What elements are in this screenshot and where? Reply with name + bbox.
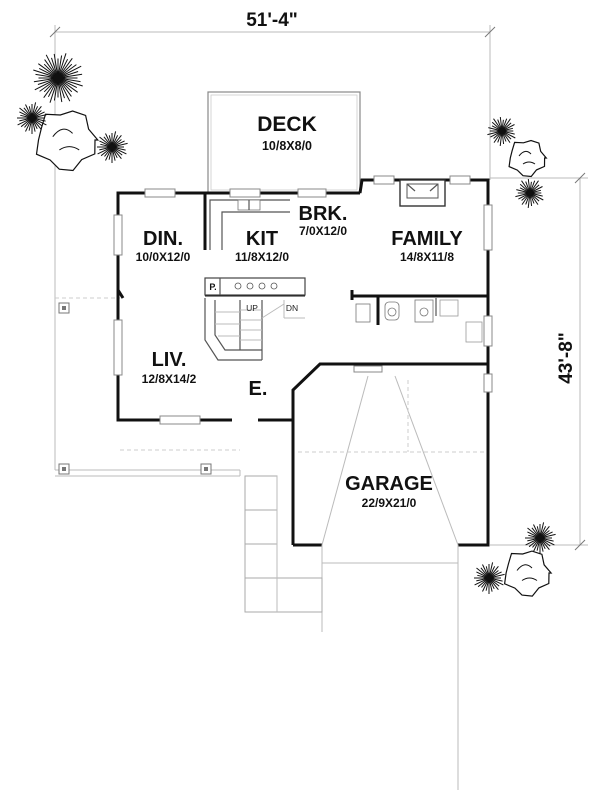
- entry-name: E.: [249, 378, 268, 400]
- deck-size: 10/8X8/0: [262, 139, 312, 153]
- walkway-pavers: [244, 475, 323, 613]
- dining-size: 10/0X12/0: [136, 250, 191, 264]
- powder-room-fixtures: [355, 298, 483, 343]
- stairs-down-label: DN: [286, 303, 298, 313]
- landscaping: [17, 53, 556, 597]
- breakfast-size: 7/0X12/0: [299, 224, 347, 238]
- garage-interior: [298, 375, 486, 546]
- fireplace: [399, 179, 446, 207]
- width-dimension-label: 51'-4": [246, 10, 298, 31]
- depth-dimension: 43'-8": [490, 172, 588, 551]
- stairs-up-label: UP: [246, 303, 258, 313]
- dining-name: DIN.: [143, 228, 183, 250]
- shrub-icon: [474, 562, 505, 594]
- shrub-icon: [487, 116, 516, 146]
- column-post-icon: [58, 302, 212, 475]
- depth-dimension-label: 43'-8": [556, 332, 577, 384]
- porch-outline: [55, 297, 241, 477]
- garage-name: GARAGE: [345, 473, 433, 495]
- stairs: UP DN: [204, 298, 305, 361]
- shrub-icon: [33, 53, 83, 103]
- shrub-icon: [515, 178, 544, 208]
- shrub-icon: [97, 131, 128, 163]
- shrub-icon: [17, 102, 48, 134]
- family-name: FAMILY: [391, 228, 463, 250]
- kitchen-size: 11/8X12/0: [235, 250, 289, 264]
- driveway: [321, 545, 459, 790]
- deck-name: DECK: [257, 113, 317, 136]
- tree-icon: [508, 139, 548, 178]
- breakfast-name: BRK.: [299, 203, 348, 225]
- kitchen-counters: P.: [204, 199, 306, 296]
- living-name: LIV.: [152, 349, 187, 371]
- tree-icon: [503, 550, 553, 597]
- kitchen-name: KIT: [246, 228, 278, 250]
- shrub-icon: [525, 522, 556, 554]
- deck: DECK 10/8X8/0: [207, 91, 361, 194]
- garage-size: 22/9X21/0: [362, 496, 417, 510]
- windows: [113, 175, 493, 425]
- pantry-label: P.: [209, 282, 216, 292]
- tree-icon: [35, 110, 100, 172]
- family-size: 14/8X11/8: [400, 250, 454, 264]
- living-size: 12/8X14/2: [142, 372, 197, 386]
